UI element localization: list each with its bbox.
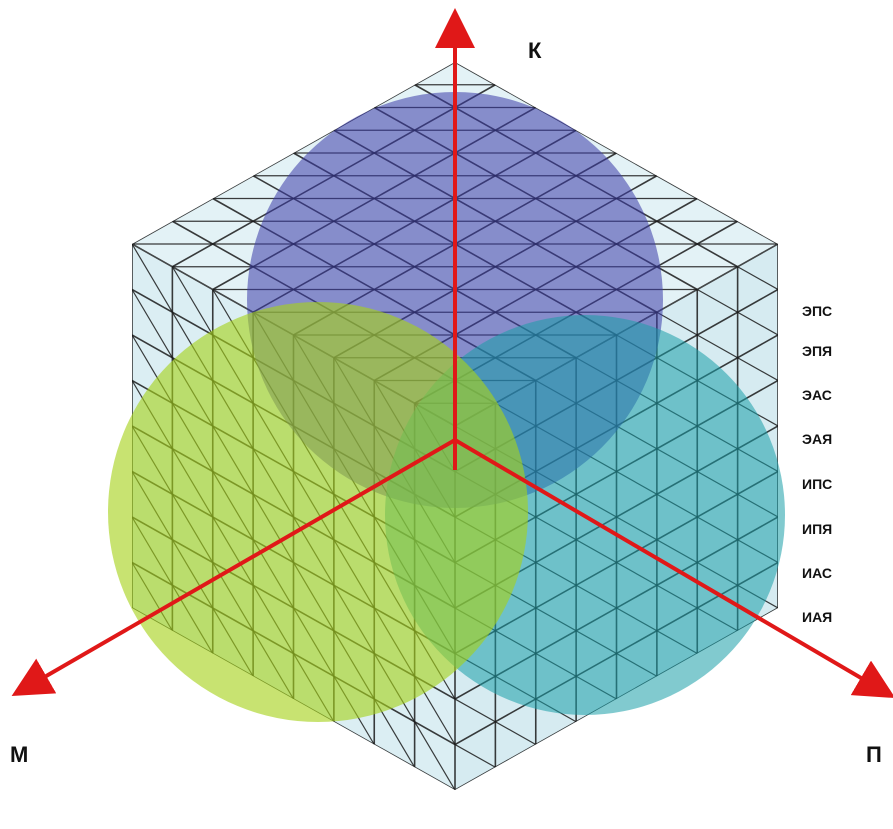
level-label: ИАЯ [802,609,832,625]
level-label: ИПЯ [802,521,832,537]
axes [11,8,893,699]
level-label: ЭПЯ [802,343,832,359]
axis-k-label: К [528,38,542,63]
level-label: ЭАС [802,387,832,403]
level-label: ЭПС [802,303,832,319]
grid-line [737,266,778,291]
level-label: ИПС [802,476,832,492]
axis-m-arrow [11,438,457,697]
grid-line [696,288,778,336]
circle-left [108,302,528,722]
level-labels: ЭПС ЭПЯ ЭАС ЭАЯ ИПС ИПЯ ИАС ИАЯ [802,303,832,625]
level-label: ЭАЯ [802,431,832,447]
grid-line [656,311,778,382]
axis-p-label: П [866,742,882,767]
axis-p-arrow [453,438,893,699]
axis-m-label: М [10,742,28,767]
level-label: ИАС [802,565,832,581]
grid-line [455,743,496,768]
circles [108,92,785,722]
grid-line [455,698,537,746]
